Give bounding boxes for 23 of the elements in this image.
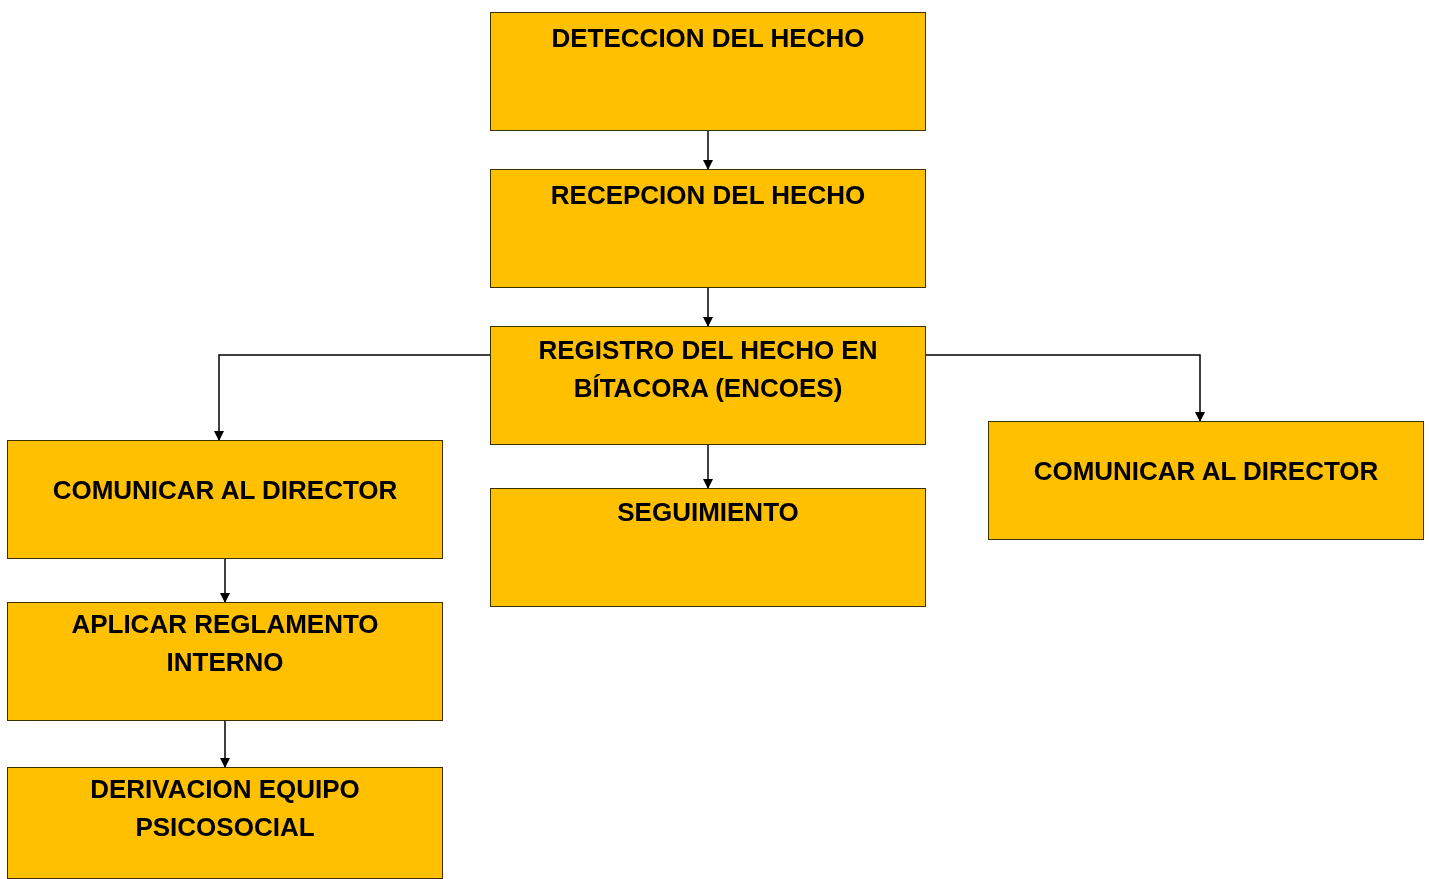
- arrow: [214, 354, 491, 441]
- process-box: [490, 326, 926, 445]
- process-box: [490, 169, 926, 288]
- box-label: COMUNICAR AL DIRECTOR: [52, 474, 398, 507]
- box-label: REGISTRO DEL HECHO EN BÍTACORA (ENCOES): [537, 334, 879, 405]
- process-box: [7, 602, 443, 721]
- process-box: [7, 440, 443, 559]
- process-box: [988, 421, 1424, 540]
- process-box: [490, 488, 926, 607]
- box-label: SEGUIMIENTO: [617, 496, 799, 529]
- arrow: [703, 444, 713, 489]
- box-label: DERIVACION EQUIPO PSICOSOCIAL: [89, 773, 361, 844]
- box-label: DETECCION DEL HECHO: [551, 22, 865, 55]
- arrow: [703, 130, 713, 170]
- box-label: COMUNICAR AL DIRECTOR: [1033, 455, 1379, 488]
- process-box: [490, 12, 926, 131]
- arrow: [220, 720, 230, 768]
- box-label: APLICAR REGLAMENTO INTERNO: [70, 608, 380, 679]
- arrow: [925, 354, 1205, 422]
- arrow: [220, 558, 230, 603]
- box-label: RECEPCION DEL HECHO: [550, 179, 866, 212]
- process-box: [7, 767, 443, 879]
- arrow: [703, 287, 713, 327]
